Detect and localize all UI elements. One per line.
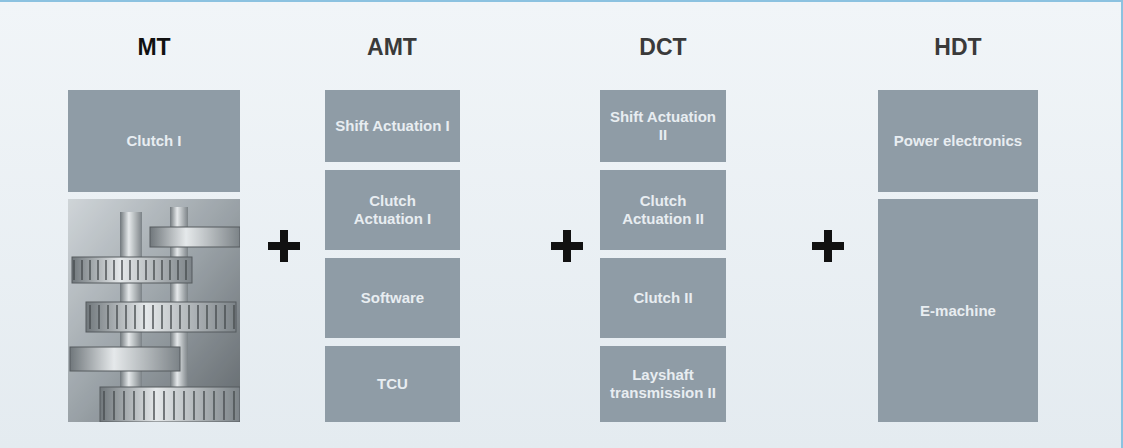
component-label: Software xyxy=(361,289,424,307)
component-label: Power electronics xyxy=(894,132,1022,150)
component-label: Layshaft transmission II xyxy=(608,366,718,402)
component-box: E-machine xyxy=(878,199,1038,422)
column-heading: HDT xyxy=(878,34,1038,60)
gear-photo xyxy=(68,199,240,422)
component-box: Layshaft transmission II xyxy=(600,346,726,422)
component-label: Clutch Actuation I xyxy=(333,192,452,228)
component-box: Clutch Actuation II xyxy=(600,170,726,250)
component-label: Clutch I xyxy=(127,132,182,150)
component-label: Shift Actuation II xyxy=(608,108,718,144)
component-box: Shift Actuation II xyxy=(600,90,726,162)
column-heading: DCT xyxy=(583,34,743,60)
component-box: Clutch I xyxy=(68,90,240,192)
component-label: E-machine xyxy=(920,302,996,320)
component-label: Shift Actuation I xyxy=(335,117,449,135)
component-label: TCU xyxy=(377,375,408,393)
component-box: Clutch II xyxy=(600,258,726,338)
component-box: Software xyxy=(325,258,460,338)
component-label: Clutch II xyxy=(633,289,692,307)
component-box: Power electronics xyxy=(878,90,1038,192)
column-heading: MT xyxy=(74,34,234,60)
column-heading: AMT xyxy=(312,34,472,60)
component-box: TCU xyxy=(325,346,460,422)
component-box: Clutch Actuation I xyxy=(325,170,460,250)
component-label: Clutch Actuation II xyxy=(608,192,718,228)
component-box: Shift Actuation I xyxy=(325,90,460,162)
